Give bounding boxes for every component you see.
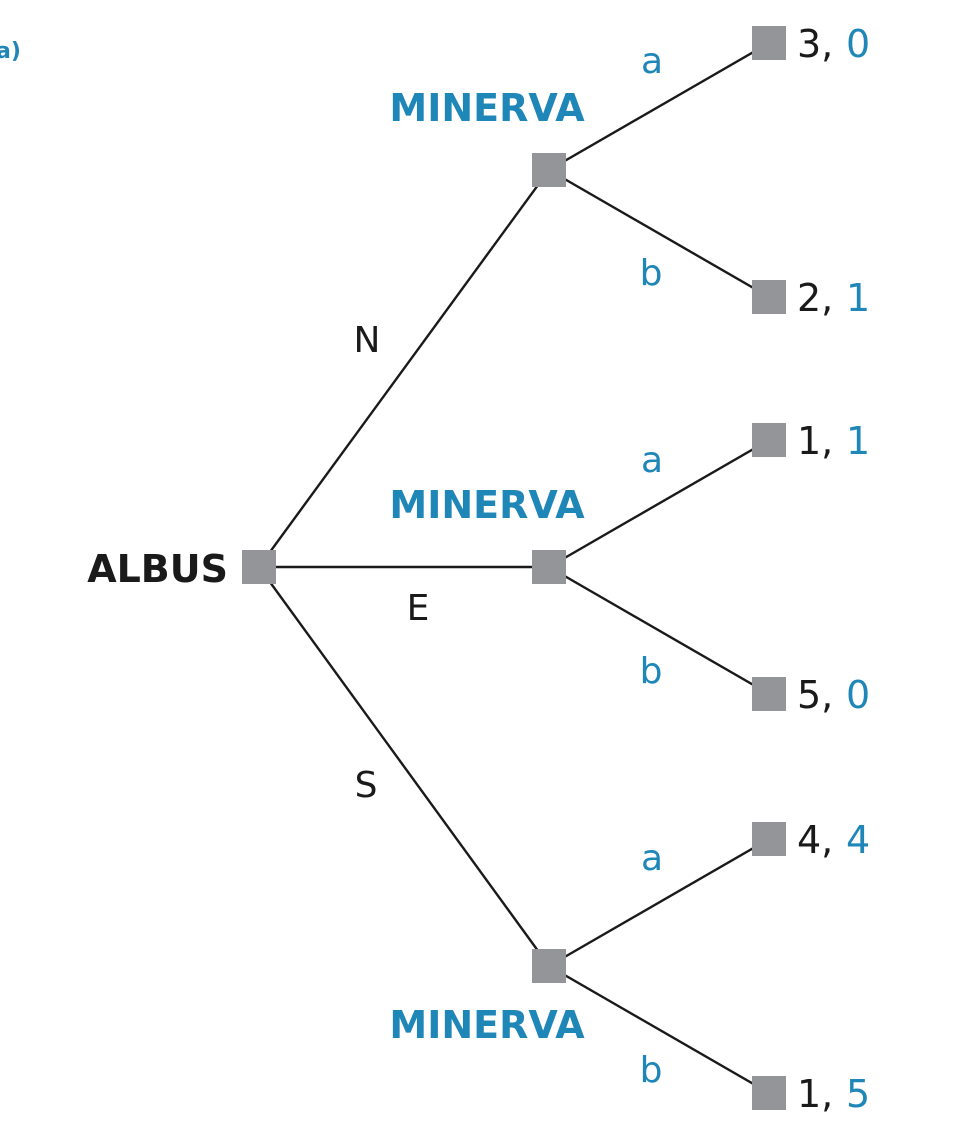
minerva-node-1 <box>532 153 566 187</box>
payoff-e-b: 5, 0 <box>797 673 870 717</box>
player-label-minerva-1: MINERVA <box>389 86 585 130</box>
minerva-node-2 <box>532 550 566 584</box>
move-label-b: b <box>640 253 663 294</box>
edge-root-n <box>258 169 550 568</box>
payoff-minerva: 1 <box>846 276 870 320</box>
edge-minerva1-a <box>548 41 770 172</box>
minerva-node-3 <box>532 949 566 983</box>
player-label-albus: ALBUS <box>87 547 228 591</box>
move-label-b: b <box>640 651 663 692</box>
terminal-node <box>752 822 786 856</box>
terminal-node <box>752 26 786 60</box>
edge-root-s <box>258 566 550 967</box>
terminal-node <box>752 423 786 457</box>
payoff-s-a: 4, 4 <box>797 818 870 862</box>
payoff-minerva: 5 <box>846 1072 870 1116</box>
edge-minerva2-a <box>548 438 770 569</box>
move-label-s: S <box>355 765 378 806</box>
player-label-minerva-2: MINERVA <box>389 483 585 527</box>
panel-label: a) <box>0 39 21 64</box>
payoff-minerva: 0 <box>846 673 870 717</box>
terminal-node <box>752 280 786 314</box>
payoff-albus: 1, <box>797 419 833 463</box>
payoff-s-b: 1, 5 <box>797 1072 870 1116</box>
move-label-e: E <box>407 588 430 629</box>
terminal-node <box>752 1076 786 1110</box>
payoff-albus: 2, <box>797 276 833 320</box>
move-label-n: N <box>354 320 381 361</box>
payoff-minerva: 0 <box>846 22 870 66</box>
edge-minerva1-b <box>548 168 770 299</box>
payoff-albus: 5, <box>797 673 833 717</box>
payoff-albus: 3, <box>797 22 833 66</box>
edge-minerva3-a <box>548 837 770 968</box>
move-label-a: a <box>641 838 663 879</box>
payoff-n-b: 2, 1 <box>797 276 870 320</box>
move-label-a: a <box>641 41 663 82</box>
payoff-minerva: 1 <box>846 419 870 463</box>
payoff-minerva: 4 <box>846 818 870 862</box>
move-label-b: b <box>640 1050 663 1091</box>
move-label-a: a <box>641 440 663 481</box>
terminal-node <box>752 677 786 711</box>
payoff-e-a: 1, 1 <box>797 419 870 463</box>
edge-minerva2-b <box>548 565 770 696</box>
payoff-albus: 4, <box>797 818 833 862</box>
player-label-minerva-3: MINERVA <box>389 1003 585 1047</box>
payoff-albus: 1, <box>797 1072 833 1116</box>
payoff-n-a: 3, 0 <box>797 22 870 66</box>
edge-minerva3-b <box>548 964 770 1095</box>
root-node <box>242 550 276 584</box>
